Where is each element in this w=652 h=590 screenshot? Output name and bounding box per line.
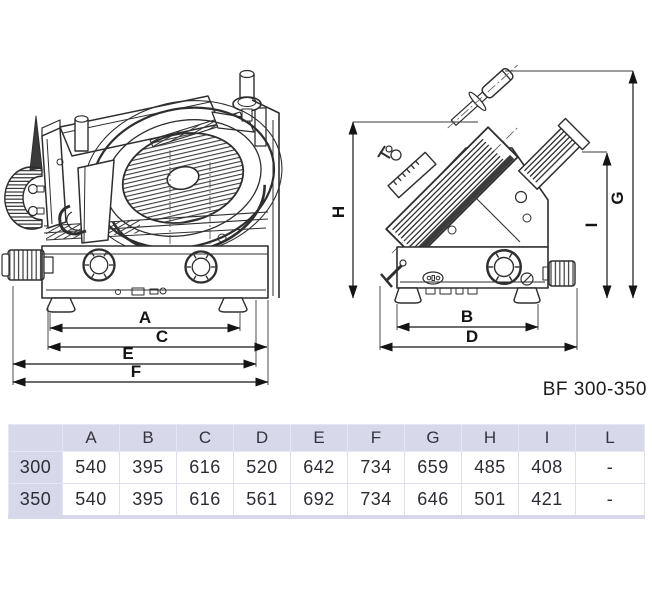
table-row: 350 540 395 616 561 692 734 646 501 421 … bbox=[8, 483, 645, 518]
spec-cell: 540 bbox=[62, 483, 120, 518]
spec-cell: 616 bbox=[176, 451, 234, 484]
table-header-cell: E bbox=[290, 424, 348, 452]
dim-label-i: I bbox=[582, 223, 601, 228]
spec-cell: 642 bbox=[290, 451, 348, 484]
spec-cell: 395 bbox=[119, 451, 177, 484]
spec-cell: 734 bbox=[347, 451, 405, 484]
dim-label-d: D bbox=[466, 327, 478, 346]
table-header-cell: H bbox=[461, 424, 519, 452]
table-header-cell: F bbox=[347, 424, 405, 452]
table-header-cell: D bbox=[233, 424, 291, 452]
spec-cell: 734 bbox=[347, 483, 405, 518]
dim-label-b: B bbox=[461, 307, 473, 326]
spec-cell: - bbox=[575, 483, 645, 518]
table-header-cell: A bbox=[62, 424, 120, 452]
table-header-cell: G bbox=[404, 424, 462, 452]
left-view-drawing bbox=[1, 69, 283, 313]
spec-cell: 692 bbox=[290, 483, 348, 518]
spec-cell: 561 bbox=[233, 483, 291, 518]
model-cell: 300 bbox=[8, 451, 63, 484]
spec-cell: 540 bbox=[62, 451, 120, 484]
spec-cell: 408 bbox=[518, 451, 576, 484]
table-header-cell: I bbox=[518, 424, 576, 452]
dim-label-f: F bbox=[131, 362, 141, 381]
spec-cell: - bbox=[575, 451, 645, 484]
table-corner-cell bbox=[8, 424, 63, 452]
model-caption: BF 300-350 bbox=[542, 379, 647, 400]
spec-cell: 659 bbox=[404, 451, 462, 484]
dim-label-a: A bbox=[139, 308, 151, 327]
spec-cell: 395 bbox=[119, 483, 177, 518]
spec-cell: 501 bbox=[461, 483, 519, 518]
table-row: 300 540 395 616 520 642 734 659 485 408 … bbox=[8, 451, 645, 484]
spec-cell: 616 bbox=[176, 483, 234, 518]
dim-label-g: G bbox=[608, 191, 627, 204]
spec-cell: 421 bbox=[518, 483, 576, 518]
spec-table: A B C D E F G H I L 300 540 395 616 520 … bbox=[8, 424, 645, 519]
table-header-cell: L bbox=[575, 424, 645, 452]
technical-drawings-canvas: A C E F B D H I G bbox=[1, 64, 638, 387]
dim-label-c: C bbox=[156, 327, 168, 346]
spec-cell: 646 bbox=[404, 483, 462, 518]
table-header-row: A B C D E F G H I L bbox=[8, 424, 645, 452]
dim-label-e: E bbox=[122, 344, 133, 363]
spec-cell: 485 bbox=[461, 451, 519, 484]
model-cell: 350 bbox=[8, 483, 63, 518]
dimension-annotations: A C E F B D H I G bbox=[12, 70, 638, 387]
table-header-cell: B bbox=[119, 424, 177, 452]
front-view-drawing bbox=[377, 64, 591, 304]
table-header-cell: C bbox=[176, 424, 234, 452]
spec-cell: 520 bbox=[233, 451, 291, 484]
dim-label-h: H bbox=[329, 206, 348, 218]
